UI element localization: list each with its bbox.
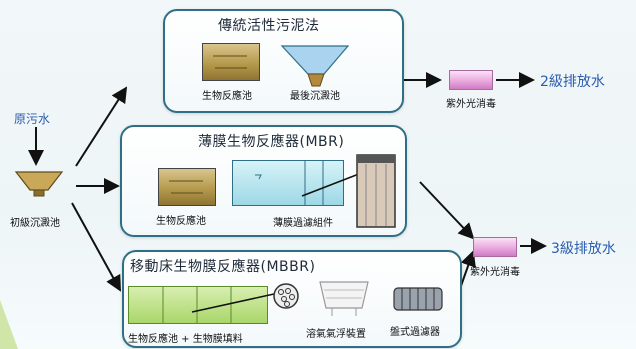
mbr-membrane-module-label: 薄膜過濾組件 <box>273 218 333 229</box>
membrane-module-icon <box>356 154 396 228</box>
raw-water-label: 原污水 <box>14 112 51 126</box>
effluent-3rd-label: 3級排放水 <box>551 241 616 257</box>
final-clarifier-label: 最後沉澱池 <box>290 91 340 102</box>
arrow-primary-to-mbbr <box>71 202 121 292</box>
primary-clarifier-icon <box>14 171 64 197</box>
effluent-2nd-label: 2級排放水 <box>540 74 605 90</box>
mbr-membrane-pipe-icon <box>255 161 324 205</box>
daf-unit-icon <box>319 281 369 316</box>
mbr-title: 薄膜生物反應器(MBR) <box>198 134 345 150</box>
mbbr-reactor-label: 生物反應池 + 生物膜填料 <box>128 334 243 345</box>
cas-bio-reactor-label: 生物反應池 <box>202 91 252 102</box>
cas-box <box>163 9 404 113</box>
uv-disinfection-2-icon <box>473 237 517 257</box>
cas-bio-reactor-tank <box>202 43 260 81</box>
arrow-primary-to-cas <box>75 86 128 167</box>
biofilm-media-icon <box>273 283 299 309</box>
disc-filter-label: 盤式過濾器 <box>390 327 440 338</box>
cas-circulation-icon <box>213 55 247 69</box>
mbbr-media-pointer <box>191 293 275 313</box>
uv-disinfection-1-icon <box>449 70 493 90</box>
mbr-bio-reactor-tank <box>158 168 216 206</box>
mbbr-reactor-tank <box>128 286 268 324</box>
mbbr-reactor-partitions <box>162 287 232 323</box>
mbr-membrane-tank <box>232 160 344 206</box>
final-clarifier-icon <box>280 45 350 87</box>
uv-disinfection-1-label: 紫外光消毒 <box>446 99 496 110</box>
mbr-module-pointer <box>301 171 365 197</box>
uv-disinfection-2-label: 紫外光消毒 <box>470 267 520 278</box>
corner-decoration <box>0 300 18 349</box>
mbbr-title: 移動床生物膜反應器(MBBR) <box>130 259 316 275</box>
mbr-circulation-icon <box>169 180 203 194</box>
mbr-bio-reactor-label: 生物反應池 <box>156 216 206 227</box>
disc-filter-icon <box>393 287 443 311</box>
cas-title: 傳統活性污泥法 <box>218 18 320 34</box>
arrow-mbr-to-uv2 <box>419 181 475 240</box>
daf-label: 溶氣氣浮裝置 <box>306 329 366 340</box>
primary-clarifier-label: 初級沉澱池 <box>10 218 60 229</box>
